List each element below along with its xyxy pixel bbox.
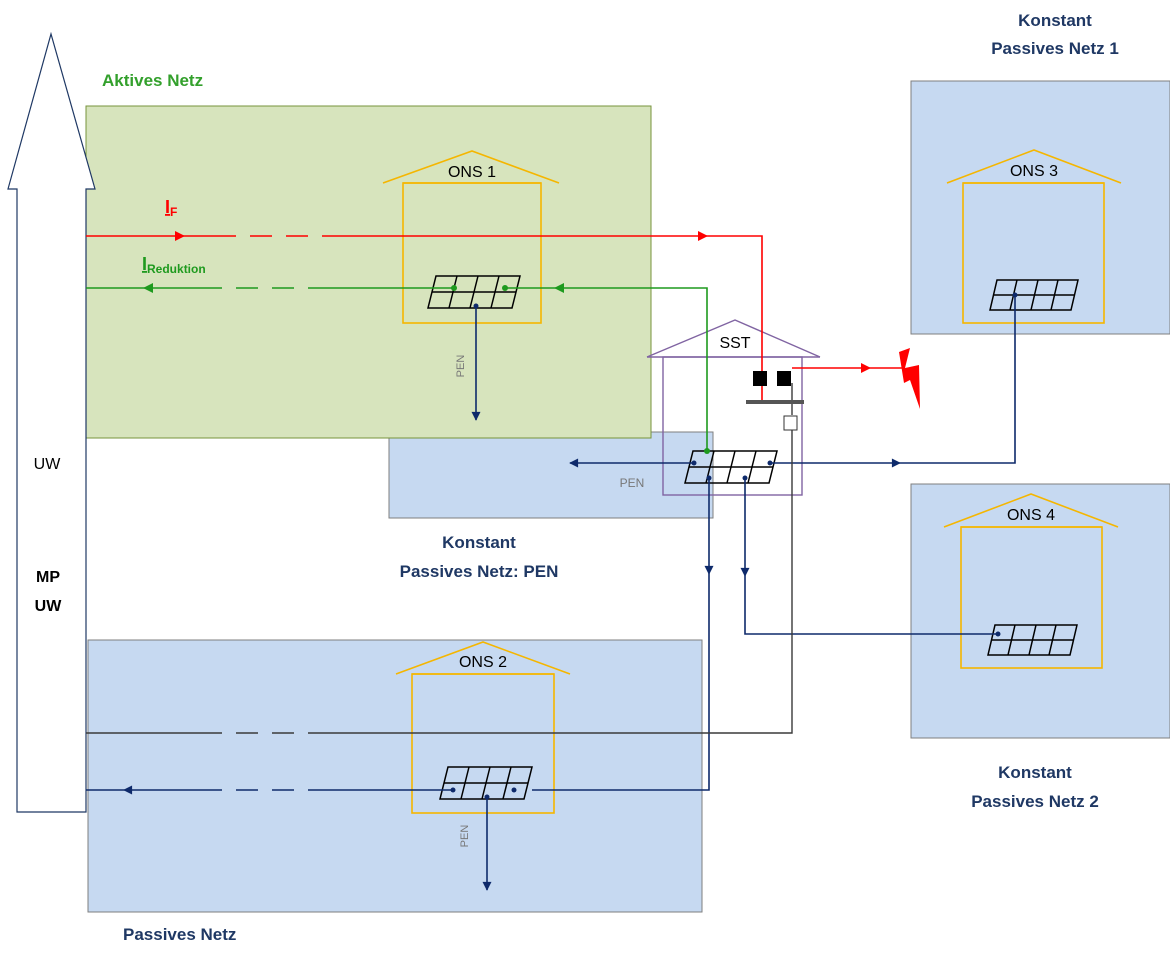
ons3-busbar — [989, 279, 1079, 311]
ons1-house — [382, 150, 560, 324]
navy-lines — [86, 295, 1016, 891]
fault-lightning-icon — [899, 348, 920, 409]
pen-label-ons2: PEN — [459, 825, 471, 848]
sst-house — [646, 319, 821, 496]
mp-uw-label-1: MP — [36, 569, 60, 586]
mp-uw-label-2: UW — [35, 598, 63, 615]
sst-breaker-right — [777, 371, 791, 386]
fault-current-main: I — [165, 197, 170, 217]
sst-node-navy-4 — [767, 460, 773, 466]
konstant-netz-1-area — [910, 80, 1170, 335]
konstant-2-label-2: Passives Netz 2 — [971, 792, 1099, 811]
fault-current-path — [86, 231, 904, 401]
sst-busbar — [684, 450, 778, 484]
ons2-busbar — [439, 766, 533, 800]
ons3-house — [946, 149, 1122, 324]
reduction-current-sub: Reduktion — [147, 262, 206, 276]
pen-label-sst: PEN — [620, 476, 645, 490]
ons1-node-left — [451, 285, 457, 291]
sst-switch-open — [783, 415, 798, 431]
konstant-1-label-1: Konstant — [1018, 11, 1092, 30]
ons4-label: ONS 4 — [1007, 507, 1055, 524]
uw-arrow — [7, 31, 96, 813]
ons3-label: ONS 3 — [1010, 163, 1058, 180]
sst-node-green — [704, 448, 710, 454]
ons2-house — [395, 641, 571, 814]
ons1-node-navy — [473, 303, 479, 309]
fault-current-sub: F — [170, 205, 177, 219]
fault-current-label: IF — [165, 197, 177, 219]
konstant-pen-label-1: Konstant — [442, 533, 516, 552]
passives-netz-label: Passives Netz — [123, 925, 236, 944]
pen-label-ons1: PEN — [455, 355, 467, 378]
reduction-current-label: IReduktion — [142, 254, 206, 276]
black-feeder-path — [86, 383, 793, 734]
sst-node-navy-2 — [742, 475, 748, 481]
passives-netz-area — [87, 639, 703, 913]
ons1-busbar — [427, 275, 521, 309]
aktives-netz-area — [85, 105, 652, 439]
ons2-node-navy-1 — [450, 787, 456, 793]
reduction-current-main: I — [142, 254, 147, 274]
sst-node-navy-1 — [706, 475, 712, 481]
sst-label: SST — [719, 335, 750, 352]
ons2-node-navy-2 — [484, 794, 490, 800]
ons4-busbar — [987, 624, 1078, 656]
konstant-1-label-2: Passives Netz 1 — [991, 39, 1119, 58]
aktives-netz-label: Aktives Netz — [102, 71, 203, 90]
ons1-label: ONS 1 — [448, 164, 496, 181]
ons4-node-navy — [995, 631, 1001, 637]
konstant-pen-label-2: Passives Netz: PEN — [400, 562, 559, 581]
reduction-current-path — [86, 283, 708, 451]
sst-node-navy-3 — [691, 460, 697, 466]
ons2-node-navy-3 — [511, 787, 517, 793]
sst-breaker-left — [753, 371, 767, 386]
ons4-house — [943, 493, 1119, 669]
ons2-label: ONS 2 — [459, 654, 507, 671]
sst-busbar-bar — [746, 400, 804, 404]
uw-label: UW — [34, 456, 62, 473]
konstant-2-label-1: Konstant — [998, 763, 1072, 782]
konstant-pen-area — [388, 431, 714, 519]
ons1-node-right — [502, 285, 508, 291]
ons3-node-navy — [1012, 292, 1018, 298]
